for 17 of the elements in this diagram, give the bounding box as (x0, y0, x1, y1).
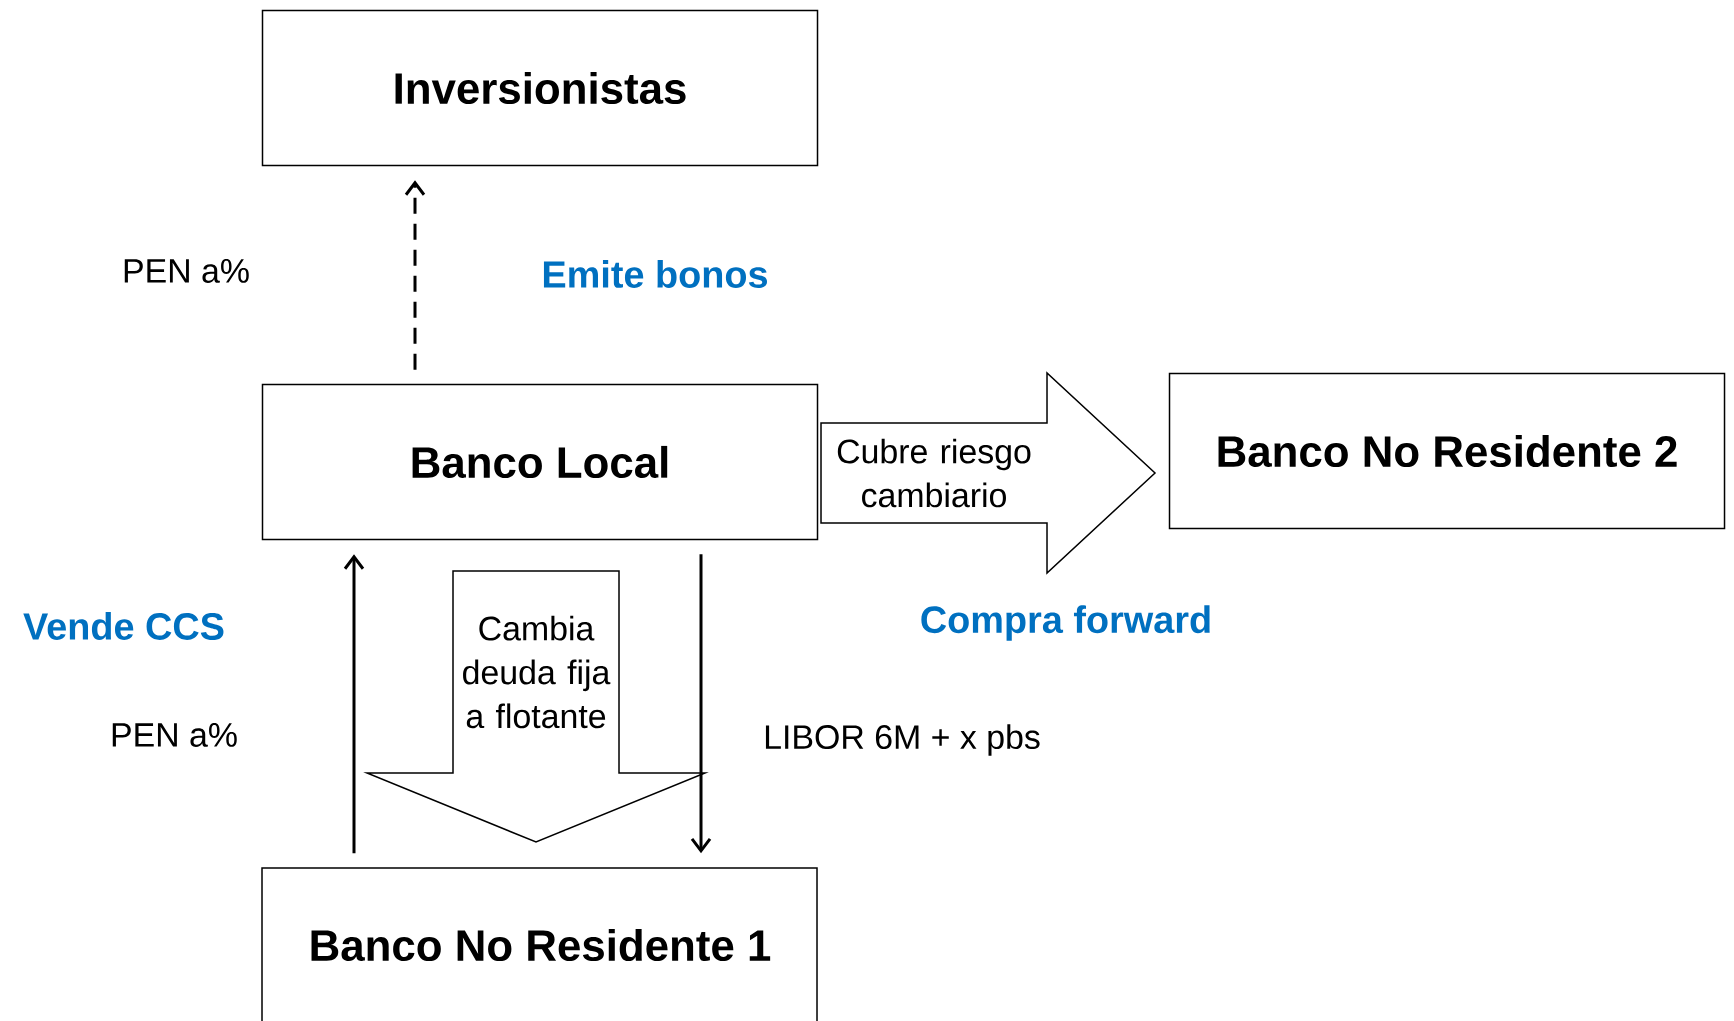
entity-box: Banco No Residente 1 (261, 867, 818, 1021)
arrow (343, 554, 365, 854)
arrow (404, 180, 426, 370)
block-arrow (363, 570, 709, 843)
entity-box: Inversionistas (261, 9, 819, 167)
annotation: Vende CCS (23, 612, 224, 640)
entity-box: Banco Local (261, 383, 819, 541)
rate-label: PEN a% (112, 723, 237, 747)
annotation: Compra forward (921, 605, 1210, 641)
rate-label: LIBOR 6M + x pbs (765, 724, 1040, 756)
block-arrow (820, 371, 1157, 575)
edge-label: Cambia deuda fija a flotante (463, 615, 611, 729)
entity-box: Banco No Residente 2 (1168, 372, 1726, 530)
arrow (690, 554, 712, 854)
edge-label: Cubre riesgo cambiario (837, 438, 1031, 508)
annotation: Emite bonos (543, 260, 767, 288)
rate-label: PEN a% (124, 259, 249, 283)
